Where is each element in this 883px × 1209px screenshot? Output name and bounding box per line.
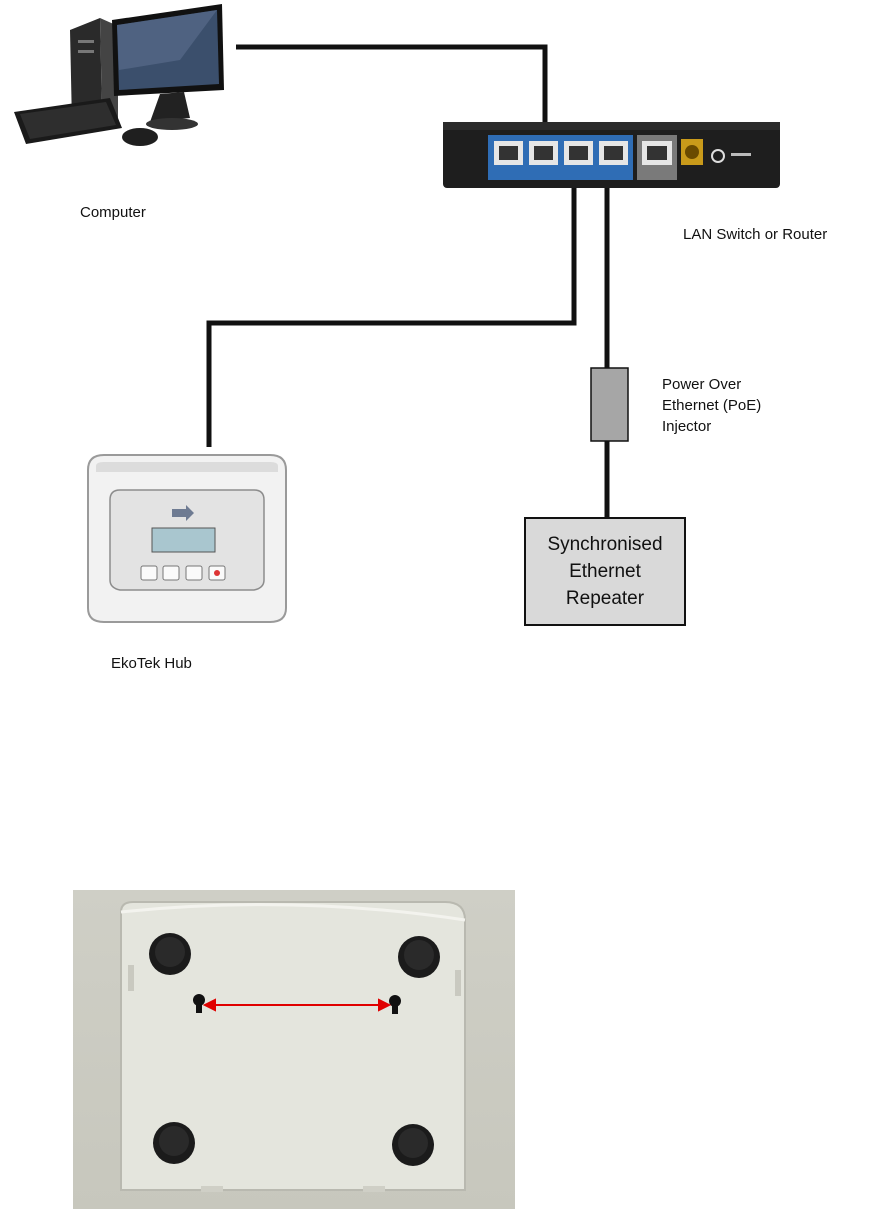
hub-underside-photo — [73, 890, 515, 1209]
ethernet-repeater-box: Synchronised Ethernet Repeater — [524, 517, 686, 626]
cable-router-hub — [209, 188, 574, 447]
router-label: LAN Switch or Router — [683, 226, 827, 243]
poe-injector-label: Power Over Ethernet (PoE) Injector — [662, 374, 812, 437]
poe-injector-icon — [591, 368, 628, 441]
repeater-label: Synchronised Ethernet Repeater — [547, 531, 662, 612]
hub-label: EkoTek Hub — [111, 655, 192, 672]
mounting-distance-label-box — [253, 728, 342, 784]
computer-label: Computer — [80, 204, 146, 221]
desktop-computer-icon — [14, 4, 224, 146]
hub-underside-illustration — [73, 890, 515, 1209]
router-icon — [443, 122, 780, 188]
poe-injector-label-text: Power Over Ethernet (PoE) Injector — [662, 376, 761, 435]
hub-device-icon — [88, 455, 286, 622]
cables — [209, 47, 607, 517]
